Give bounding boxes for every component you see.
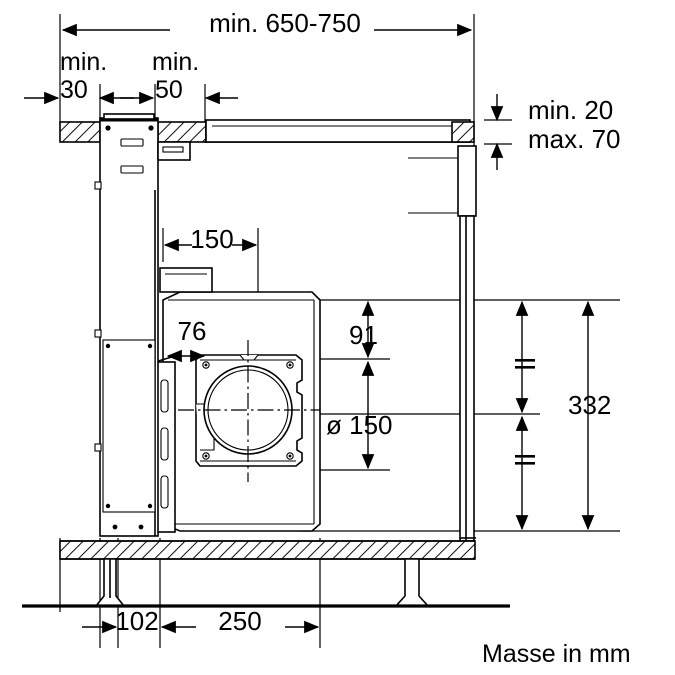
dim-mid-gap-word: min. (152, 48, 199, 76)
dimension-lines (24, 23, 595, 634)
dimension-labels: min. 650-750 min. 30 min. 50 min. 20 max… (60, 8, 631, 668)
dim-mid-gap-value: 50 (155, 76, 183, 104)
dim-base-250: 250 (218, 606, 261, 636)
dim-panel-min: min. 20 (528, 95, 613, 125)
dim-base-102: 102 (115, 606, 158, 636)
worktop-and-legs (22, 540, 510, 608)
unit-note: Masse in mm (482, 640, 631, 668)
dim-offset-76: 76 (178, 316, 207, 346)
duct-stub (159, 267, 213, 293)
ceiling-panel (59, 119, 475, 143)
dim-top-width: min. 650-750 (209, 8, 361, 38)
dim-duct-diameter: ø 150 (326, 410, 393, 440)
duct-flange-assembly (178, 340, 320, 482)
chimney-duct (408, 145, 477, 542)
dim-height-332: 332 (568, 390, 611, 420)
dim-vert-91: 91 (349, 320, 378, 350)
dim-left-gap-word: min. (60, 48, 107, 76)
dim-panel-max: max. 70 (528, 124, 621, 154)
hood-chimney-column (94, 113, 191, 537)
dim-left-gap-value: 30 (60, 76, 88, 104)
dim-depth-150: 150 (190, 224, 233, 254)
